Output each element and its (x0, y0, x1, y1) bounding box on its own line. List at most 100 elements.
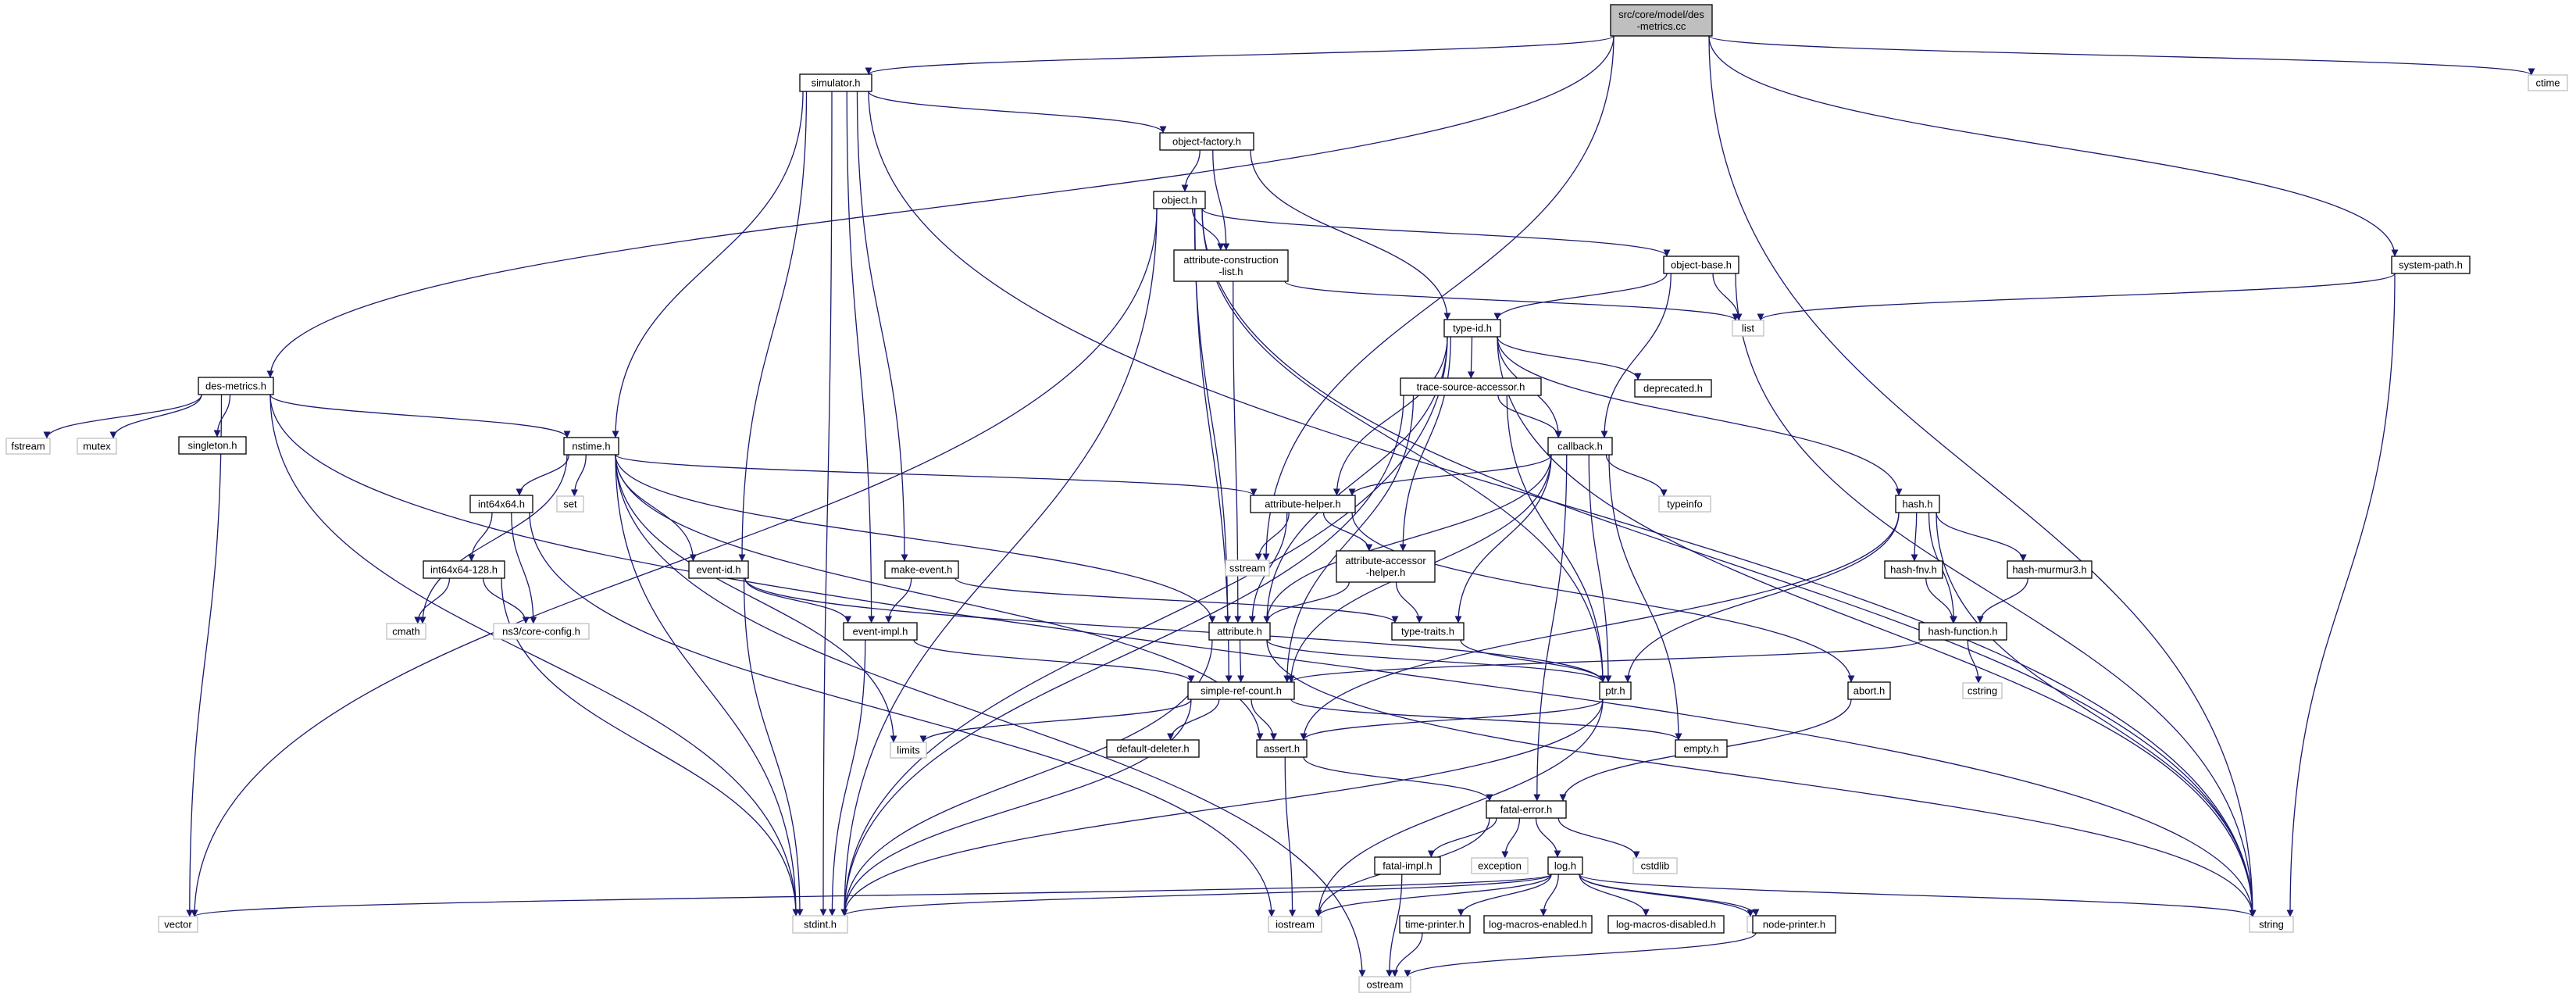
node-deprecated-label: deprecated.h (1643, 383, 1703, 395)
node-int64x64[interactable]: int64x64.h (469, 495, 533, 513)
node-system_path[interactable]: system-path.h (2391, 256, 2471, 274)
node-typeinfo-label: typeinfo (1667, 499, 1703, 510)
edge-type_id-to-deprecated (1497, 336, 1642, 381)
node-deprecated[interactable]: deprecated.h (1634, 379, 1712, 398)
node-log[interactable]: log.h (1547, 856, 1583, 875)
edge-hash-to-assert (1300, 512, 1900, 741)
node-node_printer[interactable]: node-printer.h (1752, 915, 1836, 934)
edge-nstime-to-limits (615, 454, 897, 743)
node-ostream: ostream (1358, 976, 1411, 993)
node-hash_murmur3[interactable]: hash-murmur3.h (2007, 560, 2093, 579)
node-log_macros_enabled[interactable]: log-macros-enabled.h (1483, 915, 1593, 934)
node-vector-box (158, 916, 198, 933)
node-limits-label: limits (897, 745, 920, 756)
node-trace_source[interactable]: trace-source-accessor.h (1400, 377, 1542, 396)
edge-object_base-to-list (1712, 273, 1743, 321)
edge-simple_ref-to-limits (919, 699, 1192, 743)
node-abort[interactable]: abort.h (1847, 681, 1891, 700)
node-event_id[interactable]: event-id.h (688, 560, 749, 579)
edge-simulator-to-make_event (856, 91, 908, 562)
node-hash_function[interactable]: hash-function.h (1918, 622, 2007, 641)
node-attr_accessor[interactable]: attribute-accessor-helper.h (1336, 550, 1436, 583)
node-system_path-box (2391, 256, 2471, 274)
node-fatal_error[interactable]: fatal-error.h (1486, 800, 1567, 819)
edge-int64x64_128-to-stdint (501, 577, 800, 917)
node-attr_construction[interactable]: attribute-construction-list.h (1173, 249, 1289, 282)
node-simple_ref[interactable]: simple-ref-count.h (1187, 681, 1295, 700)
node-assert[interactable]: assert.h (1256, 739, 1308, 758)
node-empty-label: empty.h (1683, 743, 1718, 755)
node-object_base[interactable]: object-base.h (1663, 256, 1739, 274)
edge-type_traits-to-ptr (1460, 639, 1607, 683)
node-object_factory[interactable]: object-factory.h (1159, 132, 1254, 151)
node-empty[interactable]: empty.h (1675, 739, 1728, 758)
node-sstream-box (1225, 559, 1270, 577)
node-time_printer[interactable]: time-printer.h (1399, 915, 1471, 934)
node-int64x64_128-box (423, 560, 505, 579)
nodes: src/core/model/des-metrics.cc simulator.h… (5, 4, 2568, 993)
node-limits-box (890, 741, 927, 759)
node-stdint: stdint.h (792, 915, 848, 934)
edge-root-to-simulator (865, 35, 1614, 75)
node-attribute[interactable]: attribute.h (1208, 622, 1271, 641)
node-int64x64_128[interactable]: int64x64-128.h (423, 560, 505, 579)
node-typeinfo-box (1658, 495, 1711, 513)
edge-object-to-object_base (1201, 208, 1671, 257)
edge-type_id-to-hash (1497, 336, 1903, 496)
edge-time_printer-to-ostream (1391, 932, 1423, 977)
node-core_config: ns3/core-config.h (493, 623, 590, 640)
node-simulator[interactable]: simulator.h (799, 73, 872, 92)
node-callback-box (1547, 437, 1613, 456)
edge-des_metrics-to-mutex (109, 394, 202, 439)
node-limits: limits (890, 741, 927, 759)
node-fatal_impl[interactable]: fatal-impl.h (1374, 856, 1441, 875)
node-hash_fnv[interactable]: hash-fnv.h (1884, 560, 1943, 579)
node-callback[interactable]: callback.h (1547, 437, 1613, 456)
node-ptr[interactable]: ptr.h (1599, 681, 1632, 700)
node-type_id[interactable]: type-id.h (1443, 319, 1501, 338)
edge-object_factory-to-type_id (1250, 149, 1451, 320)
edge-nstime-to-attribute (615, 454, 1216, 624)
edge-int64x64-to-core_config (511, 512, 537, 624)
node-iostream-label: iostream (1276, 919, 1315, 931)
node-stdint-box (792, 915, 848, 934)
node-root[interactable]: src/core/model/des-metrics.cc (1610, 4, 1713, 37)
edge-hash_fnv-to-hash_function (1925, 577, 1957, 624)
node-attr_construction-box (1173, 249, 1289, 282)
node-make_event[interactable]: make-event.h (884, 560, 959, 579)
edge-object_base-to-type_id (1493, 273, 1668, 320)
node-des_metrics[interactable]: des-metrics.h (198, 377, 274, 395)
edge-fatal_error-to-cstdlib (1557, 817, 1640, 859)
node-iostream: iostream (1268, 916, 1322, 933)
edge-event_id-to-stdint (743, 577, 804, 917)
node-abort-label: abort.h (1854, 685, 1885, 697)
edge-callback-to-typeinfo (1605, 454, 1668, 497)
node-core_config-box (493, 623, 590, 640)
node-int64x64-box (469, 495, 533, 513)
node-mutex-label: mutex (83, 441, 111, 452)
edge-attribute-to-string (1266, 639, 2257, 917)
edge-object-to-stdint (840, 208, 1158, 917)
node-hash[interactable]: hash.h (1895, 495, 1940, 513)
edge-int64x64-to-iostream (529, 512, 1276, 917)
edge-object-to-attr_construction (1191, 208, 1225, 251)
node-hash_function-label: hash-function.h (1928, 626, 1998, 638)
edge-simulator-to-stdint (819, 91, 833, 917)
node-attr_helper-label: attribute-helper.h (1265, 499, 1341, 510)
node-simulator-box (799, 73, 872, 92)
node-attr_helper[interactable]: attribute-helper.h (1250, 495, 1356, 513)
node-cstring: cstring (1962, 682, 2003, 699)
node-log_macros_disabled[interactable]: log-macros-disabled.h (1607, 915, 1725, 934)
node-event_impl[interactable]: event-impl.h (843, 622, 918, 641)
node-callback-label: callback.h (1557, 441, 1603, 452)
edge-node_printer-to-ostream (1404, 932, 1757, 977)
node-vector-label: vector (164, 919, 192, 931)
node-type_traits[interactable]: type-traits.h (1391, 622, 1465, 641)
node-nstime[interactable]: nstime.h (563, 437, 619, 456)
node-default_deleter[interactable]: default-deleter.h (1106, 739, 1200, 758)
node-sstream: sstream (1225, 559, 1270, 577)
node-singleton[interactable]: singleton.h (178, 436, 247, 455)
node-object[interactable]: object.h (1153, 191, 1206, 209)
node-assert-box (1256, 739, 1308, 758)
node-exception: exception (1471, 857, 1529, 874)
